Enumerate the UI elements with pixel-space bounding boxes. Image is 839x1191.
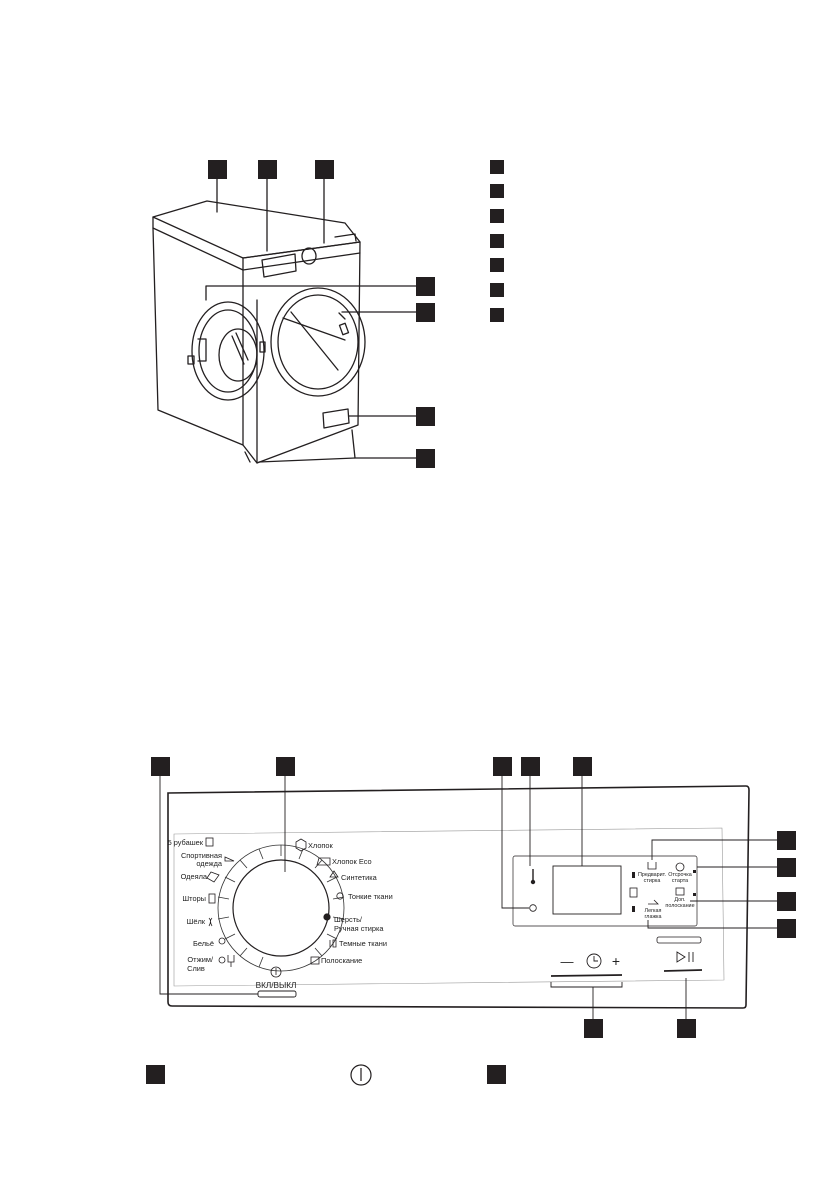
power-icon: [270, 966, 282, 978]
dark-fabrics-icon: [329, 939, 337, 948]
programme-wool-line2: Ручная стирка: [334, 924, 384, 933]
callout-7: [416, 449, 435, 468]
start-pause-button[interactable]: [663, 969, 703, 972]
delicates-icon: [336, 892, 344, 900]
callout-panel-1: [151, 757, 170, 776]
display-screen: [552, 865, 622, 915]
option-lock-icon: [629, 887, 638, 898]
power-symbol-icon: [350, 1064, 372, 1086]
programme-wool-line1: Шерсть/: [334, 915, 363, 924]
cotton-icon: [295, 838, 307, 852]
footer-marker-1: [146, 1065, 165, 1084]
legend-marker-6: [490, 283, 504, 297]
callout-6: [416, 407, 435, 426]
rinse-icon: [310, 956, 320, 965]
prewash-icon[interactable]: [647, 862, 657, 870]
callout-panel-5: [573, 757, 592, 776]
callout-panel-4: [521, 757, 540, 776]
option-button[interactable]: [656, 936, 702, 944]
callout-panel-8: [777, 892, 796, 911]
synthetics-icon: [329, 870, 339, 878]
delay-start-label-2: старта: [672, 878, 688, 884]
time-adjust-bar[interactable]: [550, 974, 623, 977]
prewash-label-1: Предварит.: [638, 872, 666, 878]
sportswear-icon: [224, 856, 235, 862]
programme-duvets: Одеяла: [181, 872, 208, 881]
legend-marker-1: [490, 160, 504, 174]
programme-dark: Темные ткани: [339, 939, 387, 948]
legend-marker-3: [490, 209, 504, 223]
prewash-label-2: стирка: [644, 878, 661, 884]
wool-icon: [323, 913, 331, 921]
callout-panel-3: [493, 757, 512, 776]
programme-cotton: Хлопок: [308, 841, 334, 850]
footer-marker-2: [487, 1065, 506, 1084]
spin-speed-icon[interactable]: [529, 904, 537, 912]
washing-machine-drawing: [152, 178, 417, 464]
easy-iron-icon[interactable]: [648, 899, 659, 905]
shirt-icon: [205, 837, 214, 847]
programme-sportswear-line1: Спортивная: [181, 851, 222, 860]
callout-4: [416, 277, 435, 296]
callout-panel-10: [584, 1019, 603, 1038]
display-frame: [512, 855, 698, 927]
callout-3: [315, 160, 334, 179]
extra-rinse-label-2: полоскание: [665, 903, 694, 909]
callout-panel-11: [677, 1019, 696, 1038]
extra-rinse-icon[interactable]: [675, 887, 685, 896]
legend-marker-4: [490, 234, 504, 248]
extra-rinse-label-1: Доп.: [674, 897, 685, 903]
callout-2: [258, 160, 277, 179]
programme-silk: Шёлк: [187, 917, 206, 926]
callout-panel-9: [777, 919, 796, 938]
curtain-icon: [208, 893, 216, 904]
time-minus-label: —: [561, 954, 574, 969]
programme-spin-drain-line2: Слив: [187, 964, 205, 973]
legend-marker-7: [490, 308, 504, 322]
programme-cotton-eco: Хлопок Eco: [332, 857, 372, 866]
time-plus-label: +: [612, 953, 620, 969]
delay-start-label-1: Отсрочка: [668, 872, 691, 878]
programme-curtains: Шторы: [182, 894, 206, 903]
delay-start-icon[interactable]: [675, 862, 685, 872]
spin-icon: [218, 956, 226, 964]
easy-iron-label-1: Легкая: [645, 908, 662, 914]
silk-icon: [208, 917, 213, 927]
duvet-icon: [206, 871, 220, 883]
cotton-eco-icon: [316, 857, 331, 866]
start-pause-icon: [676, 951, 686, 963]
lingerie-icon: [218, 937, 226, 945]
programme-rinse: Полоскание: [321, 956, 362, 965]
easy-iron-label-2: глажка: [644, 914, 661, 920]
callout-panel-6: [777, 831, 796, 850]
programme-sportswear-line2: одежда: [196, 859, 223, 868]
callout-panel-7: [777, 858, 796, 877]
programme-delicates: Тонкие ткани: [348, 892, 393, 901]
on-off-label: ВКЛ/ВЫКЛ: [256, 981, 297, 990]
programme-spin-drain-line1: Отжим/: [187, 955, 214, 964]
callout-1: [208, 160, 227, 179]
dial-segment-marks: [217, 845, 345, 968]
drain-icon: [227, 955, 235, 967]
programme-synthetics: Синтетика: [341, 873, 378, 882]
callout-panel-2: [276, 757, 295, 776]
legend-marker-2: [490, 184, 504, 198]
programme-5-shirts: 5 рубашек: [168, 838, 204, 847]
time-manager-icon: [586, 953, 602, 969]
callout-5: [416, 303, 435, 322]
programme-lingerie: Бельё: [193, 939, 214, 948]
legend-marker-5: [490, 258, 504, 272]
